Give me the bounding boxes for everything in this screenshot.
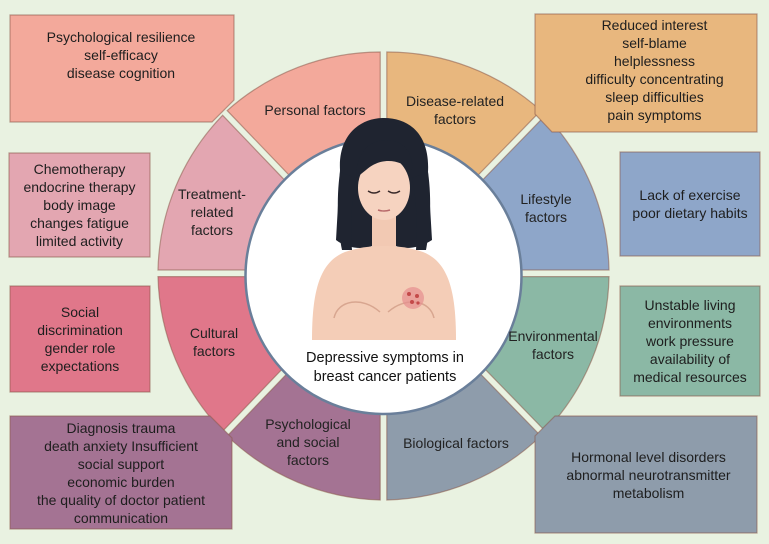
patient-illustration [312,118,456,340]
segment-label-psychological: Psychological and social factors [265,416,351,468]
segment-label-biological: Biological factors [403,435,509,451]
lesion-icon [402,287,424,309]
segment-label-environmental: Environmental factors [508,328,598,362]
box-disease [534,13,758,133]
box-treatment [8,152,151,258]
box-personal [9,14,235,123]
segment-label-cultural: Cultural factors [189,325,239,359]
segment-label-lifestyle: Lifestyle factors [520,191,572,225]
box-environmental [619,285,761,397]
segment-label-personal: Personal factors [264,102,366,118]
box-biological [534,415,758,534]
box-cultural [9,285,151,393]
segment-label-treatment: Treatment- related factors [178,186,246,238]
box-lifestyle [619,151,761,257]
box-psychological [9,415,233,530]
center-caption: Depressive symptoms in breast cancer pat… [306,350,464,385]
factor-boxes [8,13,761,534]
segment-label-disease: Disease-related factors [405,93,505,127]
